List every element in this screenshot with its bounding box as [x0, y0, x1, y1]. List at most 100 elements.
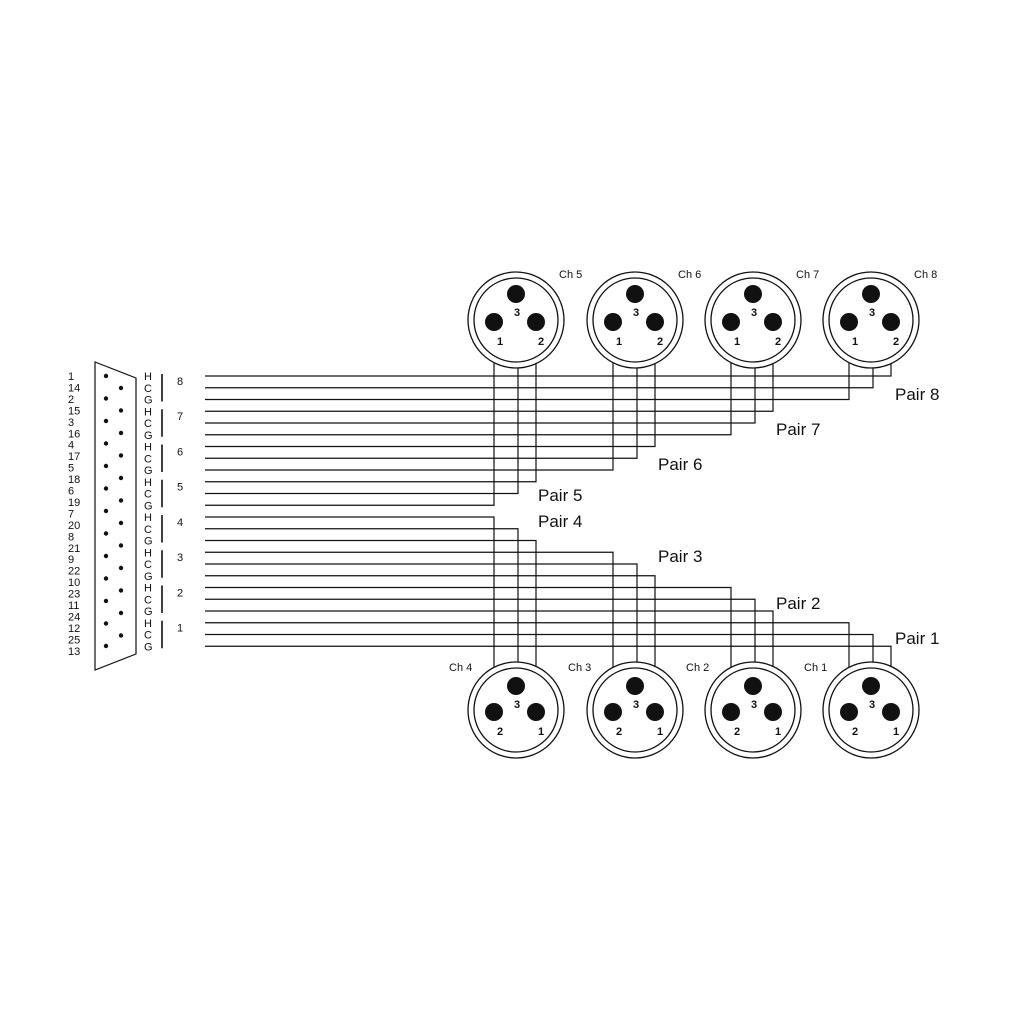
db25-contact-dot — [103, 598, 109, 604]
xlr-inner-ring — [828, 277, 914, 363]
db25-contact-dot — [103, 643, 109, 649]
xlr-inner-ring — [710, 667, 796, 753]
xlr-inner-ring — [473, 667, 559, 753]
pair-number: 8 — [177, 376, 183, 388]
db25-contact-dot — [103, 396, 109, 401]
xlr-pin-contact — [764, 313, 782, 331]
xlr-pin-number: 3 — [869, 307, 875, 319]
wire-letter: H — [144, 406, 152, 418]
wire — [205, 551, 614, 702]
xlr-pin-number: 1 — [497, 336, 503, 348]
pair-number: 5 — [177, 482, 183, 494]
xlr-pin-contact — [840, 703, 858, 721]
wire-letter: H — [144, 547, 152, 559]
db25-pin-label: 23 — [68, 589, 80, 601]
wire — [205, 328, 656, 448]
db25-pin-label: 12 — [68, 623, 80, 635]
db25-contact-dot — [118, 565, 124, 571]
xlr-inner-ring — [828, 667, 914, 753]
xlr-pin-contact — [646, 313, 664, 331]
db25-pin-label: 22 — [68, 566, 80, 578]
wire-letter: H — [144, 477, 152, 489]
wire-letter: G — [144, 536, 153, 548]
db25-contact-dot — [103, 621, 109, 626]
pair-number: 7 — [177, 411, 183, 423]
db25-contact-dot — [103, 441, 109, 446]
pair-number: 6 — [177, 446, 183, 458]
db25-contact-dot — [103, 463, 109, 469]
db25-contact-dot — [118, 588, 124, 593]
wire-letter: C — [144, 383, 152, 395]
xlr-pin-contact — [507, 677, 525, 695]
db25-pin-label: 19 — [68, 497, 80, 509]
db25-pin-label: 9 — [68, 554, 74, 566]
xlr-pin-number: 1 — [775, 726, 781, 738]
wire-letter: C — [144, 559, 152, 571]
wire — [205, 328, 495, 506]
pair-label: Pair 3 — [658, 547, 702, 566]
channel-label: Ch 2 — [686, 662, 709, 674]
db25-contact-dot — [118, 633, 124, 638]
xlr-pin-number: 3 — [633, 699, 639, 711]
db25-shell — [94, 361, 137, 671]
wire-letter: H — [144, 583, 152, 595]
db25-pin-label: 2 — [68, 394, 74, 406]
xlr-pin-number: 1 — [734, 336, 740, 348]
pair-label: Pair 6 — [658, 455, 702, 474]
db25-pin-label: 8 — [68, 531, 74, 543]
xlr-pin-number: 3 — [633, 307, 639, 319]
db25-pin-label: 18 — [68, 474, 80, 486]
wire — [205, 563, 638, 702]
wire — [205, 328, 537, 483]
db25-pin-label: 20 — [68, 520, 80, 532]
db25-pin-label: 14 — [68, 382, 80, 394]
db25-contact-dot — [118, 543, 124, 548]
wire-letter: G — [144, 500, 153, 512]
db25-contact-dot — [103, 418, 109, 424]
pair-number: 1 — [177, 623, 183, 635]
xlr-inner-ring — [592, 667, 678, 753]
pair-number: 2 — [177, 587, 183, 599]
xlr-outer-ring — [822, 271, 920, 369]
pair-label: Pair 5 — [538, 486, 582, 505]
db25-contact-dot — [103, 508, 109, 514]
wire — [205, 328, 614, 471]
xlr-pin-number: 2 — [497, 726, 503, 738]
xlr-pin-number: 3 — [514, 307, 520, 319]
wire-letter: H — [144, 371, 152, 383]
xlr-outer-ring — [586, 661, 684, 759]
xlr-pin-number: 2 — [893, 336, 899, 348]
xlr-pin-contact — [527, 313, 545, 331]
wire-letter: G — [144, 571, 153, 583]
xlr-pin-contact — [626, 285, 644, 303]
pair-label: Pair 1 — [895, 629, 939, 648]
pair-label: Pair 8 — [895, 385, 939, 404]
xlr-pin-number: 3 — [751, 307, 757, 319]
wire — [205, 516, 495, 702]
db25-pin-label: 3 — [68, 417, 74, 429]
pair-label: Pair 4 — [538, 512, 582, 531]
db25-pin-label: 13 — [68, 646, 80, 658]
xlr-pin-contact — [840, 313, 858, 331]
xlr-outer-ring — [586, 271, 684, 369]
xlr-pin-contact — [507, 285, 525, 303]
xlr-pin-number: 3 — [869, 699, 875, 711]
xlr-inner-ring — [592, 277, 678, 363]
xlr-inner-ring — [710, 277, 796, 363]
channel-label: Ch 4 — [449, 662, 472, 674]
xlr-pin-number: 2 — [852, 726, 858, 738]
wire-letter: G — [144, 430, 153, 442]
wire-letter: G — [144, 606, 153, 618]
db25-contact-dot — [103, 576, 109, 581]
channel-label: Ch 5 — [559, 269, 582, 281]
db25-pin-label: 15 — [68, 405, 80, 417]
xlr-pin-contact — [646, 703, 664, 721]
xlr-pin-number: 2 — [734, 726, 740, 738]
